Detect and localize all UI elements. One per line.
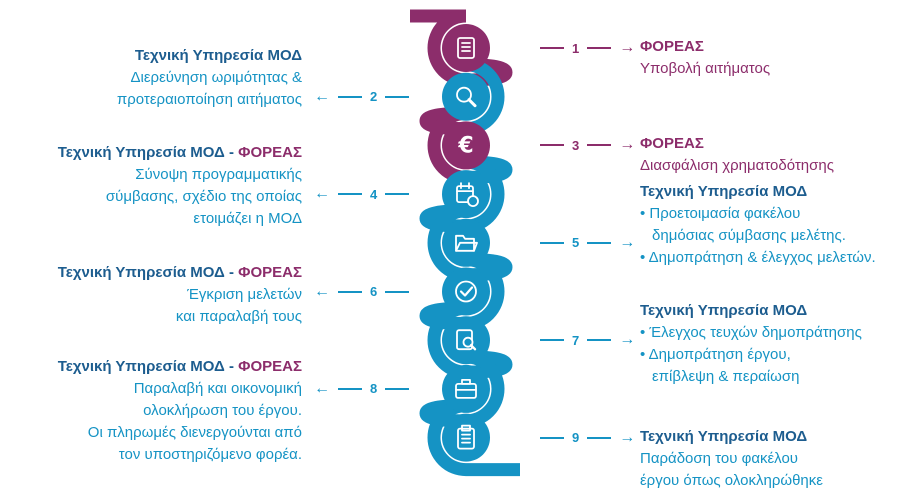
arrow-step-3: 3→ [540, 137, 635, 153]
step-bullet: • Δημοπράτηση έργου, [640, 346, 791, 364]
step-9-text: Τεχνική Υπηρεσία ΜΟΔ Παράδοση του φακέλου… [640, 426, 823, 492]
svg-text:€: € [457, 133, 473, 158]
step-line: Υποβολή αιτήματος [640, 60, 771, 77]
step-number: 9 [572, 430, 580, 446]
step-circle [442, 72, 490, 121]
step-title: Τεχνική Υπηρεσία ΜΟΔ - ΦΟΡΕΑΣ [57, 144, 302, 162]
arrow-step-9: 9→ [540, 429, 635, 446]
step-number: 6 [370, 284, 378, 299]
step-line: Σύνοψη προγραμματικής [135, 166, 302, 184]
arrow-step-1: 1→ [540, 40, 635, 56]
checkmark-icon [455, 280, 477, 303]
step-circle [442, 364, 490, 413]
arrow-step-4: ←4 [314, 186, 410, 202]
step-line: ολοκλήρωση του έργου. [143, 401, 302, 419]
arrow-step-8: ←8 [314, 380, 410, 397]
step-circle [442, 267, 490, 316]
step-1-text: ΦΟΡΕΑΣ Υποβολή αιτήματος [640, 36, 770, 80]
step-number: 3 [572, 137, 580, 153]
step-number: 7 [572, 332, 580, 348]
step-number: 1 [572, 40, 580, 56]
step-bullet: επίβλεψη & περαίωση [652, 368, 800, 386]
step-title: Τεχνική Υπηρεσία ΜΟΔ [640, 427, 808, 445]
step-5-text: Τεχνική Υπηρεσία ΜΟΔ • Προετοιμασία φακέλ… [640, 181, 876, 269]
step-title: Τεχνική Υπηρεσία ΜΟΔ [640, 302, 808, 320]
step-title: ΦΟΡΕΑΣ [640, 135, 704, 153]
step-bullet: δημόσιας σύμβασης μελέτης. [652, 226, 846, 244]
arrow-step-5: 5→ [540, 234, 635, 251]
step-line: Παράδοση του φακέλου [640, 449, 798, 467]
step-line: Έγκριση μελετών [187, 285, 302, 303]
step-line: Διερεύνηση ωριμότητας & [130, 68, 302, 86]
step-line: σύμβασης, σχέδιο της οποίας [105, 188, 302, 206]
euro-icon: € [457, 133, 473, 158]
search-icon [456, 86, 477, 108]
calendar-icon [456, 182, 479, 208]
step-number: 8 [370, 381, 378, 397]
step-line: Διασφάλιση χρηματοδότησης [640, 157, 834, 175]
step-title: Τεχνική Υπηρεσία ΜΟΔ - ΦΟΡΕΑΣ [57, 263, 302, 281]
step-circle [442, 413, 490, 462]
step-8-text: Τεχνική Υπηρεσία ΜΟΔ - ΦΟΡΕΑΣ Παραλαβή κα… [58, 356, 302, 466]
step-title: Τεχνική Υπηρεσία ΜΟΔ [640, 182, 808, 200]
document-icon [457, 37, 475, 59]
step-line: τον υποστηριζόμενο φορέα. [118, 445, 302, 463]
step-title: Τεχνική Υπηρεσία ΜΟΔ - ΦΟΡΕΑΣ [57, 357, 302, 375]
step-line: Οι πληρωμές διενεργούνται από [87, 423, 302, 441]
document-search-icon [456, 329, 477, 351]
clipboard-icon [457, 424, 475, 450]
step-number: 4 [370, 186, 378, 202]
step-number: 5 [572, 235, 580, 251]
step-bullet: • Προετοιμασία φακέλου [640, 204, 801, 222]
step-circle [442, 24, 490, 72]
step-6-text: Τεχνική Υπηρεσία ΜΟΔ - ΦΟΡΕΑΣ Έγκριση μελ… [58, 262, 302, 328]
step-line: και παραλαβή τους [175, 307, 302, 325]
folder-icon [455, 234, 478, 252]
step-line: ετοιμάζει η ΜΟΔ [193, 210, 302, 228]
step-7-text: Τεχνική Υπηρεσία ΜΟΔ • Έλεγχος τευχών δημ… [640, 300, 862, 388]
step-bullet: • Έλεγχος τευχών δημοπράτησης [640, 324, 862, 342]
step-title: ΦΟΡΕΑΣ [640, 38, 704, 55]
step-line: Παραλαβή και οικονομική [133, 379, 302, 397]
step-circle [442, 121, 490, 170]
step-line: προτεραιοποίηση αιτήματος [116, 90, 302, 108]
arrow-step-6: ←6 [314, 283, 410, 299]
step-number: 2 [370, 89, 378, 105]
step-circle [442, 170, 490, 219]
step-3-text: ΦΟΡΕΑΣ Διασφάλιση χρηματοδότησης [640, 133, 834, 177]
arrow-step-2: ←2 [314, 88, 410, 105]
step-title: Τεχνική Υπηρεσία ΜΟΔ [134, 46, 302, 64]
step-line: έργου όπως ολοκληρώθηκε [640, 471, 823, 489]
step-4-text: Τεχνική Υπηρεσία ΜΟΔ - ΦΟΡΕΑΣ Σύνοψη προγ… [58, 142, 302, 230]
step-bullet: • Δημοπράτηση & έλεγχος μελετών. [640, 248, 876, 266]
arrow-step-7: 7→ [540, 332, 635, 348]
briefcase-icon [455, 378, 477, 399]
step-2-text: Τεχνική Υπηρεσία ΜΟΔ Διερεύνηση ωριμότητα… [117, 45, 302, 111]
